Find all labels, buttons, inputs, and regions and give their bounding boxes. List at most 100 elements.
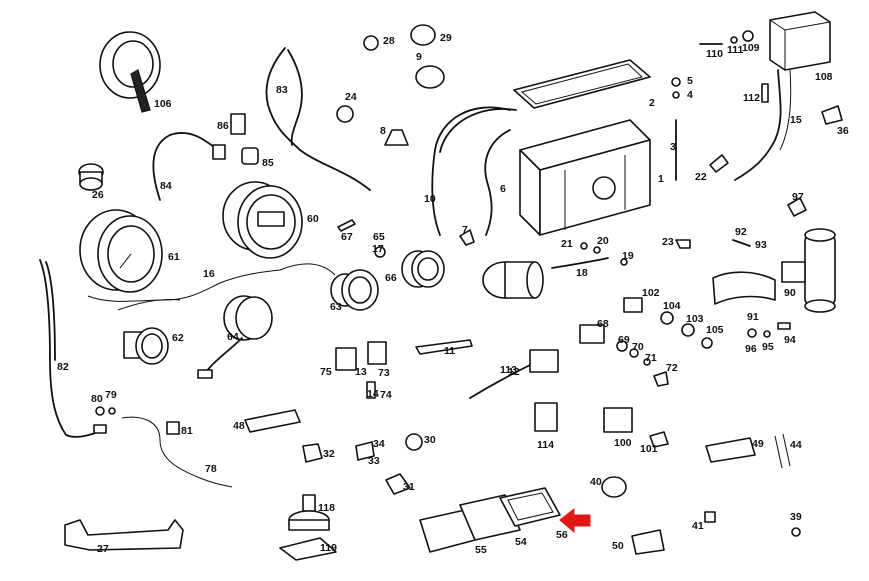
cable-6 [484, 129, 511, 236]
callout-label: 69 [618, 334, 630, 346]
callout-label: 21 [561, 238, 573, 250]
callout-label: 100 [614, 437, 632, 449]
strap-18 [551, 257, 609, 269]
clip-33 [355, 441, 375, 461]
callout-label: 41 [692, 520, 704, 532]
callout-label: 90 [784, 287, 796, 299]
callout-label: 78 [205, 463, 217, 475]
callout-label: 112 [743, 92, 760, 104]
callout-label: 26 [92, 189, 104, 201]
callout-label: 50 [612, 540, 624, 552]
callout-label: 68 [597, 318, 609, 330]
callout-label: 64 [227, 331, 239, 343]
key-101 [649, 431, 669, 448]
callout-label: 109 [742, 42, 760, 54]
cap-8 [384, 129, 409, 146]
nut-39 [791, 527, 801, 537]
callout-label: 11 [444, 345, 455, 357]
highlight-arrow [559, 507, 591, 534]
callout-label: 114 [537, 439, 554, 451]
callout-label: 95 [762, 341, 774, 353]
callout-label: 22 [695, 171, 707, 183]
callout-label: 75 [320, 366, 332, 378]
callout-label: 67 [341, 231, 353, 243]
callout-label: 54 [515, 536, 527, 548]
callout-label: 55 [475, 544, 487, 556]
bolt-94 [777, 322, 791, 330]
callout-label: 91 [747, 311, 759, 323]
callout-label: 16 [203, 268, 215, 280]
grommet-29 [410, 24, 436, 46]
callout-label: 113 [500, 364, 517, 376]
wire-16 [87, 263, 336, 302]
gasket-119 [279, 537, 337, 561]
plug-26 [78, 163, 104, 191]
callout-label: 28 [383, 35, 395, 47]
callout-label: 108 [815, 71, 833, 83]
callout-label: 24 [345, 91, 357, 103]
callout-label: 2 [649, 97, 655, 109]
callout-label: 20 [597, 235, 609, 247]
callout-label: 106 [154, 98, 172, 110]
rod-82 [39, 259, 106, 438]
gauge-64 [197, 295, 273, 379]
cap-22 [709, 154, 729, 173]
gauge-60 [222, 181, 303, 259]
callout-label: 17 [372, 243, 384, 255]
coil-90 [781, 228, 836, 313]
callout-label: 84 [160, 180, 172, 192]
callout-label: 60 [307, 213, 319, 225]
bulb-74 [366, 381, 376, 399]
bracket-91 [712, 271, 776, 305]
switch-100 [603, 407, 633, 433]
clip-36 [821, 105, 843, 125]
callout-label: 8 [380, 125, 386, 137]
callout-label: 73 [378, 367, 390, 379]
callout-label: 12 [508, 366, 520, 378]
callout-label: 81 [181, 425, 193, 437]
callout-label: 13 [355, 366, 367, 378]
callout-label: 92 [735, 226, 747, 238]
callout-label: 19 [622, 250, 634, 262]
callout-label: 103 [686, 313, 704, 325]
clip-41 [704, 511, 716, 523]
gauge-63 [330, 269, 379, 311]
callout-label: 4 [687, 89, 693, 101]
sender-102 [623, 297, 643, 313]
callout-label: 66 [385, 272, 397, 284]
callout-label: 71 [645, 352, 657, 364]
bulb-65 [374, 246, 386, 258]
boot-31 [385, 473, 411, 495]
clip-7b [459, 229, 475, 246]
callout-label: 18 [576, 267, 588, 279]
connector-112 [761, 83, 769, 103]
grommet-30 [405, 433, 423, 451]
nut-4 [672, 91, 680, 99]
callout-label: 23 [662, 236, 674, 248]
callout-label: 82 [57, 361, 69, 373]
callout-label: 93 [755, 239, 767, 251]
callout-label: 32 [323, 448, 335, 460]
block-50 [631, 529, 665, 555]
speedometer-61 [79, 209, 163, 293]
callout-label: 40 [590, 476, 602, 488]
callout-label: 96 [745, 343, 757, 355]
clock-66 [401, 250, 445, 288]
socket-75 [335, 347, 357, 371]
fuse-67 [337, 219, 356, 232]
callout-label: 14 [367, 388, 379, 400]
bracket-23 [675, 239, 691, 249]
bracket-11 [415, 339, 473, 355]
terminal-48 [244, 409, 301, 433]
callout-label: 48 [233, 420, 245, 432]
fusebox-49 [705, 437, 756, 463]
plate-86 [230, 113, 246, 135]
callout-label: 94 [784, 334, 796, 346]
callout-label: 74 [380, 389, 392, 401]
callout-label: 33 [368, 455, 380, 467]
callout-label: 119 [320, 542, 337, 554]
callout-label: 83 [276, 84, 288, 96]
bolt-92 [732, 239, 751, 247]
